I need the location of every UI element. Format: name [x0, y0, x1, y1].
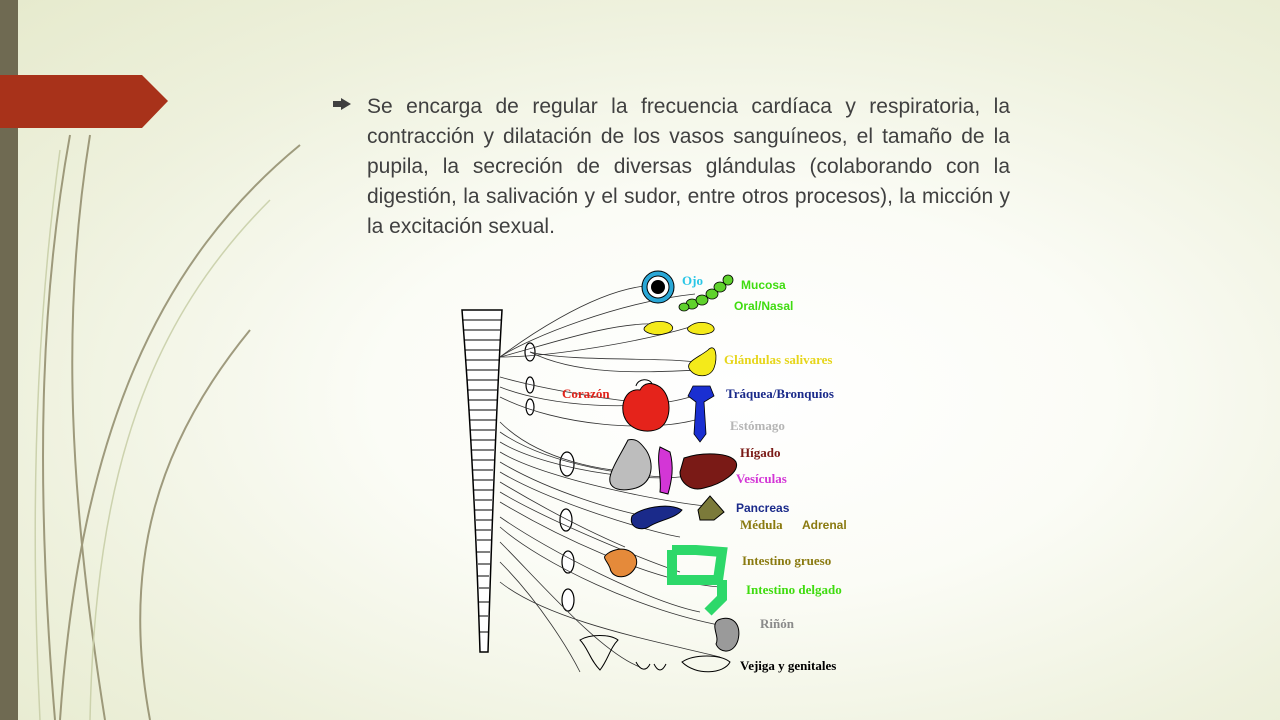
label-traquea-bronquios: Tráquea/Bronquios — [726, 386, 834, 401]
eye-organ — [641, 270, 675, 304]
stomach-organ — [609, 439, 652, 491]
label-medula: Médula — [740, 517, 783, 532]
title-accent-shape — [0, 75, 168, 128]
nerve-fibers — [499, 285, 731, 673]
label-estomago: Estómago — [730, 418, 785, 433]
liver-organ — [679, 453, 738, 490]
label-glandulas-salivares: Glándulas salivares — [724, 352, 832, 367]
gallbladder-organ — [658, 446, 673, 495]
label-pancreas: Pancreas — [736, 501, 790, 515]
ganglia — [524, 342, 575, 612]
label-corazon: Corazón — [562, 386, 610, 401]
bullet-arrow-icon — [333, 98, 351, 110]
label-vejiga-genitales: Vejiga y genitales — [740, 658, 836, 673]
pancreas-organ — [630, 505, 683, 530]
label-adrenal: Adrenal — [802, 518, 847, 532]
label-intestino-delgado: Intestino delgado — [746, 582, 842, 597]
label-higado: Hígado — [740, 445, 780, 460]
salivary-glands-organ — [643, 321, 717, 377]
decorative-curves — [34, 134, 301, 720]
mucosa-organ — [678, 274, 734, 312]
label-mucosa: Mucosa — [741, 278, 786, 292]
label-ojo: Ojo — [682, 273, 703, 288]
label-intestino-grueso: Intestino grueso — [742, 553, 831, 568]
autonomic-nervous-system-diagram: Ojo Mucosa Oral/Nasal Glándulas salivare… — [461, 270, 847, 673]
large-intestine-organ — [667, 545, 728, 616]
label-oral-nasal: Oral/Nasal — [734, 299, 793, 313]
label-rinon: Riñón — [760, 616, 795, 631]
label-vesiculas: Vesículas — [736, 471, 787, 486]
adrenal-organ — [697, 495, 725, 521]
trachea-organ — [687, 385, 715, 443]
kidney-organ — [714, 617, 740, 652]
bladder-genitals-organ — [579, 635, 731, 673]
heart-organ — [622, 379, 670, 432]
small-intestine-organ — [604, 548, 638, 578]
spinal-column — [461, 309, 503, 653]
bullet-paragraph: Se encarga de regular la frecuencia card… — [367, 95, 1010, 238]
left-sidebar-bar — [0, 0, 18, 720]
